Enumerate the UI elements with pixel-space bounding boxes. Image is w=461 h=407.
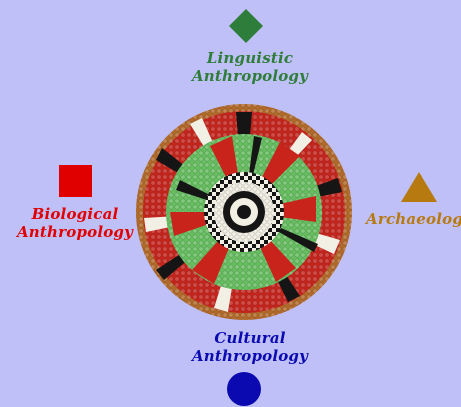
square-icon <box>59 165 92 197</box>
archaeology-label: Archaeology <box>366 210 461 228</box>
diamond-icon <box>229 9 263 43</box>
circle-icon <box>227 372 261 406</box>
linguistic-label-line2: Anthropology <box>160 67 340 85</box>
basket-center-dot <box>237 205 251 219</box>
triangle-icon <box>401 172 437 202</box>
linguistic-label-line1: Linguistic <box>160 49 340 67</box>
biological-label-line1: Biological <box>0 205 150 223</box>
cultural-label-line2: Anthropology <box>160 347 340 365</box>
woven-basket-image <box>136 104 352 320</box>
cultural-label-line1: Cultural <box>160 329 340 347</box>
linguistic-anthropology-label: Linguistic Anthropology <box>160 49 340 85</box>
cultural-anthropology-label: Cultural Anthropology <box>160 329 340 365</box>
biological-label-line2: Anthropology <box>0 223 150 241</box>
biological-anthropology-label: Biological Anthropology <box>0 205 150 241</box>
archaeology-label-line1: Archaeology <box>366 210 461 228</box>
